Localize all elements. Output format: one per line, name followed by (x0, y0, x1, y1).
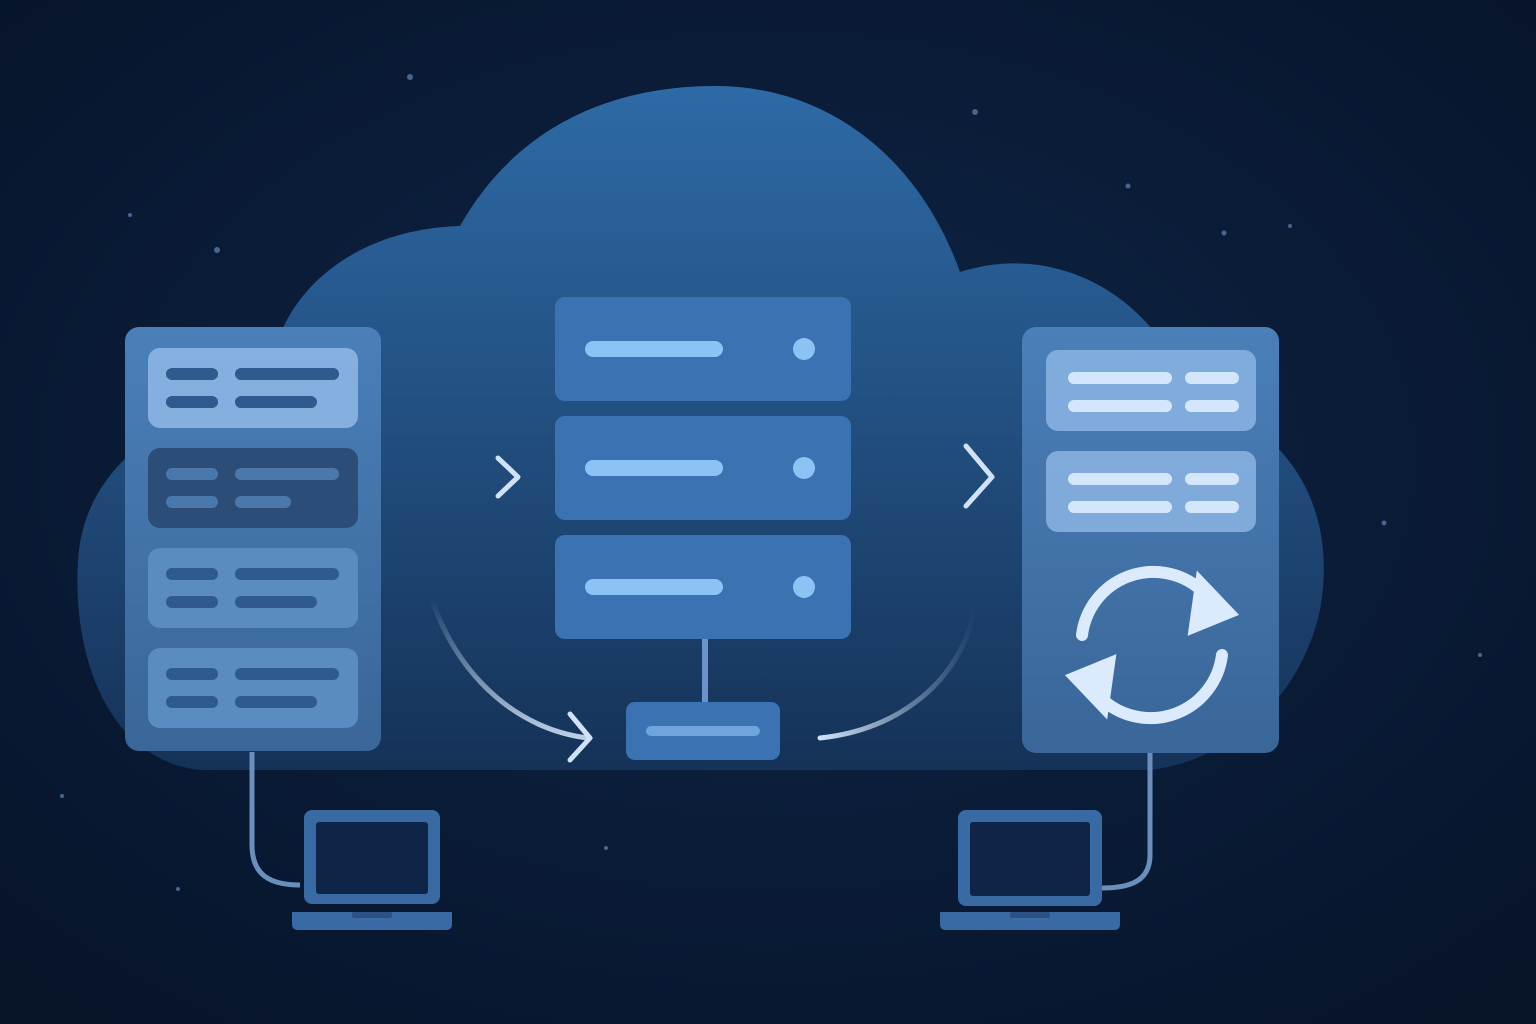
row-bar (1068, 473, 1172, 485)
server-led (793, 576, 815, 598)
target-row (1046, 451, 1256, 532)
server-unit (555, 535, 851, 639)
arrow-head-icon (495, 455, 521, 499)
source-row (148, 448, 358, 528)
laptop-icon (292, 810, 452, 930)
row-bar (166, 568, 218, 580)
server-stack-icon (555, 297, 851, 639)
cable-left (249, 752, 301, 888)
source-row-block (148, 648, 358, 728)
curved-arrow-icon (429, 597, 591, 741)
row-bar (235, 568, 339, 580)
sync-server-icon (1022, 327, 1279, 753)
row-bar (166, 368, 218, 380)
arrow-head-icon (567, 711, 593, 763)
row-bar (1068, 372, 1172, 384)
source-row (148, 348, 358, 428)
row-bar (235, 396, 317, 408)
server-slot (585, 579, 723, 595)
row-bar (1185, 372, 1239, 384)
arrow-head-icon (963, 443, 995, 509)
laptop-icon (940, 810, 1120, 930)
server-led (793, 338, 815, 360)
row-bar (235, 668, 339, 680)
server-unit (555, 416, 851, 520)
source-row-block (148, 348, 358, 428)
refresh-cycle-icon (1064, 565, 1240, 725)
connectors (249, 443, 1153, 891)
target-row-block (1046, 451, 1256, 532)
source-row (148, 548, 358, 628)
row-bar (1185, 501, 1239, 513)
server-led (793, 457, 815, 479)
server-slot (585, 341, 723, 357)
star-field (60, 74, 1482, 891)
server-slot (585, 460, 723, 476)
row-bar (166, 668, 218, 680)
row-bar (166, 696, 218, 708)
network-switch-icon (626, 702, 780, 760)
row-bar (1068, 501, 1172, 513)
target-row-block (1046, 350, 1256, 431)
target-row (1046, 350, 1256, 431)
curved-link-icon (817, 607, 978, 741)
source-row-block (148, 548, 358, 628)
cable-right (1101, 752, 1153, 891)
target-panel (1022, 327, 1279, 753)
row-bar (166, 396, 218, 408)
row-bar (235, 368, 339, 380)
source-row (148, 648, 358, 728)
row-bar (1185, 473, 1239, 485)
row-bar (1068, 400, 1172, 412)
row-bar (235, 496, 291, 508)
source-row-block (148, 448, 358, 528)
row-bar (1185, 400, 1239, 412)
database-rack-icon (125, 327, 381, 751)
server-unit (555, 297, 851, 401)
source-panel (125, 327, 381, 751)
row-bar (235, 596, 317, 608)
row-bar (235, 468, 339, 480)
row-bar (166, 496, 218, 508)
row-bar (166, 468, 218, 480)
row-bar (166, 596, 218, 608)
row-bar (235, 696, 317, 708)
